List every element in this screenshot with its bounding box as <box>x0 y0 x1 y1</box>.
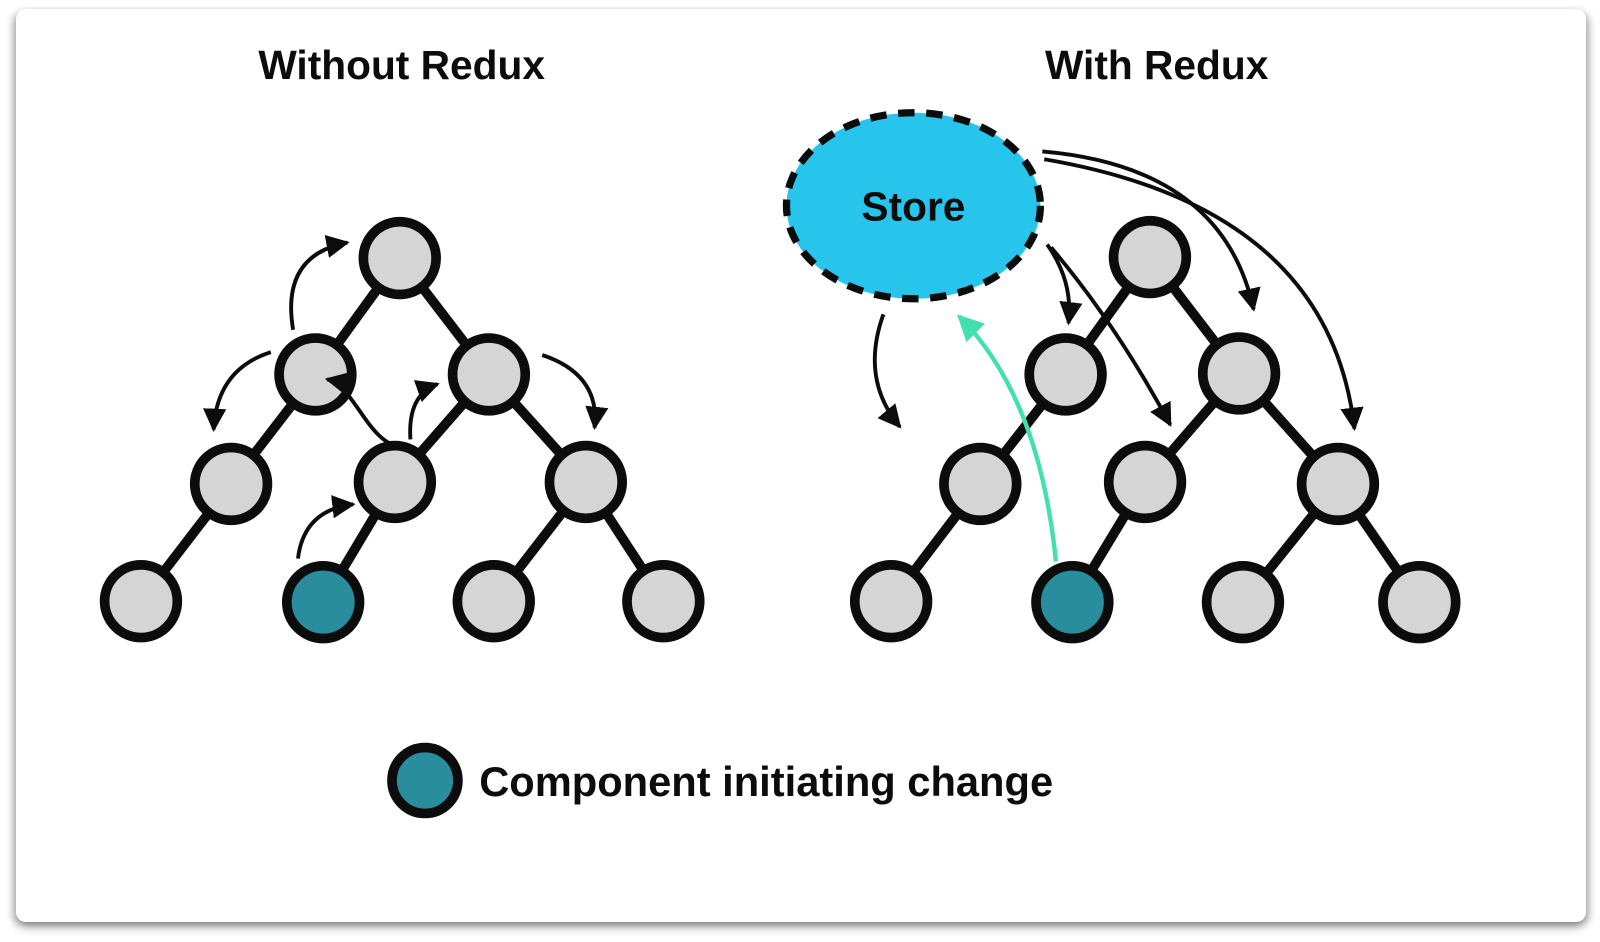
communication-arrow-from-initiator <box>296 495 356 559</box>
legend-swatch <box>387 742 463 819</box>
communication-arrow-up-to-root <box>289 235 350 331</box>
tree-node <box>1024 333 1107 416</box>
tree-nodes <box>849 215 1461 644</box>
store-arrow-to-far-right-node <box>1043 157 1364 431</box>
tree-node <box>1108 215 1192 299</box>
tree-edges <box>136 253 669 608</box>
redux-comparison-diagram: Without Redux With Redux <box>99 42 1461 819</box>
tree-node <box>447 333 531 416</box>
store-label: Store <box>861 183 965 229</box>
tree-node <box>622 559 705 643</box>
with-redux-tree: Store <box>782 109 1461 644</box>
store-dispatch-arrows <box>872 149 1364 431</box>
without-redux-tree <box>99 216 705 644</box>
store-arrow-to-left-node <box>872 313 902 429</box>
store-ellipse <box>782 109 1045 303</box>
tree-node <box>1201 560 1285 644</box>
tree-node <box>1378 560 1461 644</box>
legend-label: Component initiating change <box>479 758 1053 805</box>
tree-node <box>1103 440 1187 524</box>
legend: Component initiating change <box>387 742 1053 819</box>
initiating-component-node <box>1031 560 1114 644</box>
tree-node <box>274 333 357 416</box>
tree-nodes <box>99 216 705 644</box>
store-arrow-to-center-node <box>1049 246 1172 427</box>
communication-arrow-to-right-parent <box>408 380 440 440</box>
with-redux-title: With Redux <box>1045 42 1269 88</box>
tree-node <box>99 559 183 643</box>
prop-drilling-arrows <box>203 235 609 559</box>
tree-node <box>544 440 628 524</box>
communication-arrow-down-right <box>541 353 609 431</box>
initiating-component-node <box>281 560 365 644</box>
communication-arrow-down-left <box>203 350 272 432</box>
tree-node <box>1197 332 1281 415</box>
without-redux-title: Without Redux <box>258 42 545 88</box>
diagram-card: Without Redux With Redux <box>16 9 1586 922</box>
tree-node <box>353 440 437 524</box>
tree-node <box>849 559 933 643</box>
store-arrow-to-mid-left-node <box>1045 243 1083 326</box>
tree-edges <box>886 252 1425 608</box>
tree-node <box>358 216 441 300</box>
state-update-arrow <box>957 314 1059 562</box>
communication-arrow-to-left-parent <box>324 372 407 450</box>
tree-node <box>189 442 273 526</box>
tree-node <box>452 559 535 643</box>
tree-node <box>939 442 1022 526</box>
tree-node <box>1296 442 1380 526</box>
